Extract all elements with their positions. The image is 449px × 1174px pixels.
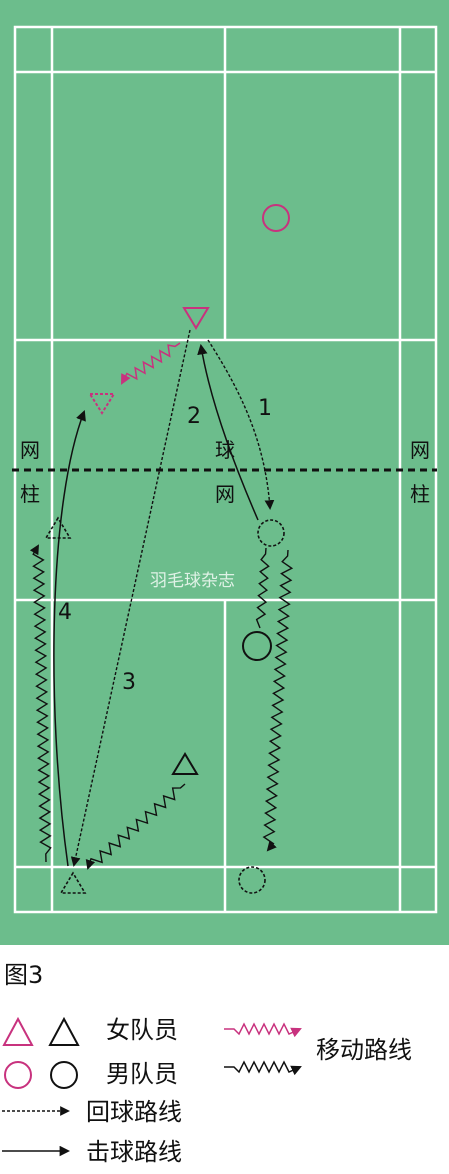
net-post-char: 柱 [410,482,430,506]
return-route-3 [70,329,191,867]
return-route-label: 回球路线 [86,1098,182,1126]
movement-symbols [224,1022,302,1076]
rally-label-3: 3 [122,670,136,695]
male-player-dashed-top [257,519,285,547]
movement-route-male-long [262,549,294,852]
female-player-bottom-dashed [59,871,87,894]
net-label-center: 球 网 [213,440,237,528]
male-symbols [4,1061,78,1089]
female-label: 女队员 [106,1016,178,1044]
female-symbols [2,1016,80,1046]
hit-route-4 [53,410,86,867]
male-black-circle-icon [50,1061,78,1089]
net-post-label-left: 网 柱 [18,440,42,528]
female-player-top-moved [88,393,116,415]
movement-route-female-left [29,544,52,863]
male-pink-circle-icon [4,1061,32,1089]
net-char: 网 [215,482,235,506]
male-label: 男队员 [106,1060,178,1088]
badminton-court: 1 2 3 4 网 柱 网 柱 球 网 羽毛球杂志 [0,0,449,945]
movement-route-female-bottom [85,783,186,870]
movement-route-female-top [121,342,181,385]
court-lines [13,25,438,914]
female-player-left-dashed [44,516,72,539]
hit-route-2 [197,343,259,521]
movement-route-male-short [255,547,270,629]
rally-label-2: 2 [187,404,201,429]
return-route-1 [207,339,275,510]
male-player-top [262,204,290,232]
net-post-char: 网 [410,438,430,462]
net-post-char: 网 [20,438,40,462]
figure-label: 图3 [4,961,44,989]
male-player-dashed-bottom [238,866,266,894]
legend: 图3 女队员 男队员 移动路线 回球路线 击球路线 [0,945,449,1174]
court-diagram [12,25,438,914]
hit-route-label: 击球路线 [86,1138,182,1166]
movement-label: 移动路线 [316,1036,412,1064]
female-pink-triangle-icon [2,1016,34,1046]
net-post-label-right: 网 柱 [408,440,432,528]
hit-route-symbol [2,1145,71,1157]
male-player-bottom [242,631,272,661]
rally-label-1: 1 [258,396,272,421]
movement-pink-zigzag-icon [224,1022,302,1038]
rally-label-4: 4 [58,600,72,625]
female-player-top [182,307,210,330]
net-char: 球 [215,438,235,462]
female-black-triangle-icon [48,1016,80,1046]
movement-black-zigzag-icon [224,1060,302,1076]
return-route-symbol [2,1106,70,1116]
watermark: 羽毛球杂志 [150,571,235,591]
net-post-char: 柱 [20,482,40,506]
female-player-bottom [171,752,199,775]
